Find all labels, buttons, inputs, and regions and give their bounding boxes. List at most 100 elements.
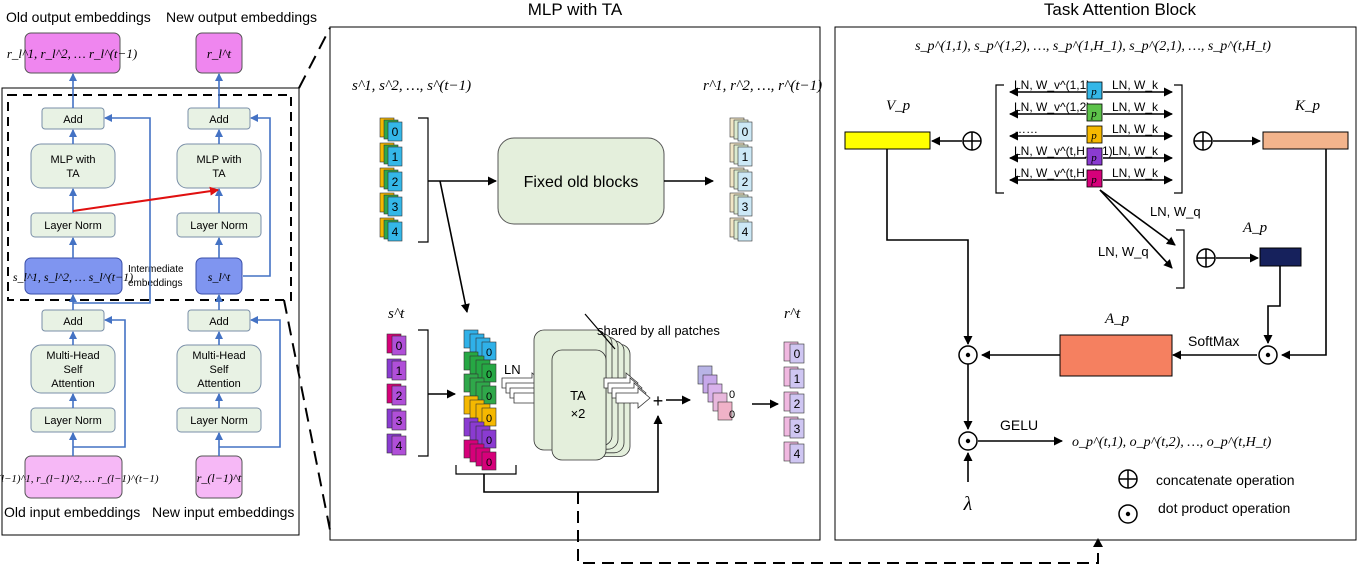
token-front <box>737 121 753 142</box>
cross-task-red-arrow <box>72 186 219 212</box>
zoom-line-right <box>577 492 1099 564</box>
right-title: Task Attention Block <box>1044 0 1197 19</box>
token-front <box>387 121 403 142</box>
token-index: 3 <box>396 414 403 428</box>
patch-token <box>1086 81 1103 100</box>
to-ta-arrow <box>439 180 470 313</box>
softmax-label: SoftMax <box>1188 333 1239 349</box>
token-index: 0 <box>486 347 492 359</box>
zoom-line-right-head <box>1093 538 1103 547</box>
token-index: 0 <box>794 347 801 361</box>
patch-token <box>1086 147 1103 166</box>
ta-front <box>551 349 607 461</box>
wq-arrow-2 <box>1099 189 1173 269</box>
new-s-label: s_l^t <box>208 270 231 284</box>
ta-x2-label: ×2 <box>571 406 586 421</box>
middle-panel: MLP with TA s^1, s^2, …, s^(t−1) r^1, r^… <box>329 0 822 541</box>
old-mhsa-line2: Self <box>64 364 84 376</box>
vp-label: V_p <box>886 98 911 114</box>
old-layernorm-label: Layer Norm <box>44 220 101 232</box>
old-mlp-ta-box <box>30 143 116 189</box>
token-index: 2 <box>742 175 749 189</box>
output-label: o_p^(t,1), o_p^(t,2), …, o_p^(t,H_t) <box>1072 435 1272 450</box>
token-index: 0 <box>392 125 399 139</box>
r-new-label: r^t <box>784 306 801 322</box>
token-index: 4 <box>794 447 801 461</box>
token-front <box>391 435 407 456</box>
wk-label: LN, W_k <box>1112 100 1159 114</box>
kp-label: K_p <box>1294 98 1321 114</box>
ta-stack <box>533 329 631 461</box>
wq-label-1: LN, W_q <box>1150 204 1201 219</box>
plus-sign: + <box>653 391 664 411</box>
v-bracket <box>995 84 1004 194</box>
intermediate-label-1: Intermediate <box>128 264 184 275</box>
old-output-label: r_l^1, r_l^2, … r_l^(t−1) <box>7 46 137 61</box>
concat-icon-v <box>962 131 982 151</box>
dot-icon-right <box>1258 345 1278 365</box>
k-bracket <box>1174 84 1183 194</box>
token-front <box>387 196 403 217</box>
fixed-old-blocks-label: Fixed old blocks <box>524 174 639 191</box>
token-front <box>737 146 753 167</box>
wv-label: LN, W_v^(t,H_t) <box>1014 166 1099 180</box>
new-input-caption: New input embeddings <box>152 504 294 520</box>
kp-bar <box>1262 131 1349 150</box>
new-mlp-ta-line1: MLP with <box>196 154 241 166</box>
zoom-line-bottom <box>283 299 331 531</box>
s-new-label: s^t <box>388 306 405 322</box>
old-input-label: r_(l−1)^1, r_(l−1)^2, … r_(l−1)^(t−1) <box>0 473 159 485</box>
new-mlp-ta-box <box>176 143 262 189</box>
token-front <box>737 221 753 242</box>
top-sequence-label: s_p^(1,1), s_p^(1,2), …, s_p^(1,H_1), s_… <box>915 39 1271 54</box>
wk-label: LN, W_k <box>1112 166 1159 180</box>
old-input-caption: Old input embeddings <box>4 504 140 520</box>
vp-to-dot-arrow <box>886 149 973 345</box>
old-layernorm2-label: Layer Norm <box>44 415 101 427</box>
ap-small-label: A_p <box>1242 220 1268 236</box>
merged-token-stack: 00 <box>697 365 735 421</box>
token-index: 2 <box>794 397 801 411</box>
middle-panel-frame <box>329 26 821 541</box>
token-front <box>737 196 753 217</box>
token-front <box>789 368 805 389</box>
patch-token-label: p <box>1090 152 1097 164</box>
ap-small-bar <box>1259 247 1302 267</box>
token-index: 4 <box>396 439 403 453</box>
token-front <box>391 335 407 356</box>
token-index: 0 <box>742 125 749 139</box>
token-index: 2 <box>392 175 399 189</box>
residual-arrow <box>483 415 663 493</box>
wk-label: LN, W_k <box>1112 78 1159 92</box>
new-token-bracket <box>418 329 429 457</box>
old-add2-label: Add <box>63 316 83 328</box>
token-index: 1 <box>396 364 403 378</box>
token-front <box>391 360 407 381</box>
token-index: 0 <box>486 369 492 381</box>
token-index: 0 <box>486 391 492 403</box>
lambda-label: λ <box>963 493 973 515</box>
wv-label: LN, W_v^(1,1) <box>1014 78 1090 92</box>
new-output-caption: New output embeddings <box>166 9 317 25</box>
vp-bar <box>844 131 931 150</box>
new-input-label: r_(l−1)^t <box>197 471 242 485</box>
token-front <box>737 171 753 192</box>
new-add-label: Add <box>209 114 229 126</box>
patch-token <box>1086 125 1103 144</box>
ap-big-label: A_p <box>1104 311 1130 327</box>
wv-label: LN, W_v^(1,2) <box>1014 100 1090 114</box>
token-index: 3 <box>742 200 749 214</box>
token-front <box>387 171 403 192</box>
new-output-label: r_l^t <box>207 46 232 61</box>
right-panel-frame <box>834 26 1357 541</box>
patch-token-label: p <box>1090 108 1097 120</box>
left-flow-arrows <box>69 73 281 456</box>
kp-to-dot-arrow <box>1281 149 1327 360</box>
wv-label: …… <box>1014 122 1038 136</box>
concat-icon-k <box>1193 131 1213 151</box>
left-panel-frame <box>1 87 300 536</box>
